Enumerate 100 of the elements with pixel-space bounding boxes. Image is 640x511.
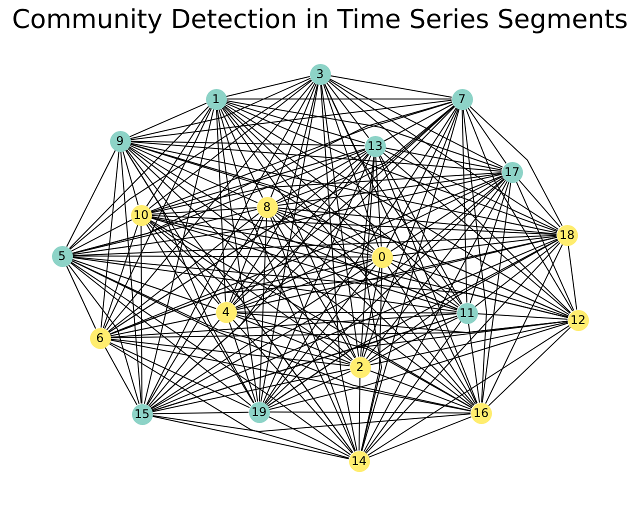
edge-line	[361, 156, 382, 452]
edge-line	[236, 236, 558, 310]
diagram-title: Community Detection in Time Series Segments	[12, 4, 628, 36]
edge-line	[320, 84, 358, 452]
node-label: 13	[367, 140, 383, 152]
edge-line	[277, 208, 557, 234]
edge-line	[380, 154, 462, 304]
graph-node	[372, 246, 392, 268]
edge-line	[375, 156, 382, 247]
edge-line	[220, 108, 263, 198]
edge-line	[358, 377, 360, 451]
edge-line	[262, 155, 372, 403]
edge-line	[260, 84, 319, 402]
edge-line	[518, 179, 561, 228]
edge-line	[129, 144, 258, 204]
edge-line	[370, 322, 568, 366]
edge-line	[364, 321, 462, 453]
edge-line	[128, 146, 474, 408]
edge-line	[109, 236, 558, 335]
edge-line	[264, 107, 457, 404]
node-label: 15	[134, 408, 150, 420]
edge-line	[226, 100, 503, 170]
edge-line	[226, 102, 366, 144]
edge-line	[462, 108, 487, 403]
edge-line	[72, 234, 557, 256]
edge-line	[150, 172, 502, 214]
graph-node	[568, 310, 588, 330]
edge-line	[144, 108, 214, 404]
edge-line	[361, 108, 460, 452]
edge-line	[568, 244, 578, 310]
node-label: 0	[378, 250, 386, 264]
edge-line	[147, 222, 220, 305]
edge-line	[225, 102, 558, 232]
edge-line	[328, 79, 559, 230]
edge-line	[150, 262, 374, 409]
edge-line	[70, 261, 351, 456]
edge-line	[140, 225, 142, 404]
graph-node	[556, 224, 578, 246]
graph-node	[502, 162, 522, 182]
edge-line	[465, 108, 574, 312]
edge-line	[268, 370, 351, 408]
edge-line	[387, 265, 476, 405]
edge-line	[110, 340, 472, 412]
edge-line	[235, 260, 373, 309]
edge-line	[269, 412, 471, 414]
edge-line	[110, 313, 457, 338]
edge-line	[368, 317, 458, 363]
edge-line	[267, 239, 558, 407]
edge-line	[392, 236, 558, 256]
edge-line	[369, 370, 472, 410]
edge-line	[148, 320, 220, 406]
node-label: 14	[351, 454, 367, 468]
edge-line	[149, 220, 352, 362]
edge-line	[71, 258, 217, 310]
edge-line	[108, 343, 350, 459]
edge-line	[266, 178, 505, 406]
edge-line	[151, 238, 558, 410]
edge-line	[268, 322, 568, 410]
edge-line	[150, 217, 568, 318]
edge-line	[468, 322, 480, 404]
edge-line	[485, 244, 563, 404]
edge-line	[66, 150, 116, 248]
node-label: 9	[116, 134, 124, 148]
edge-line	[130, 144, 374, 252]
node-label: 1	[212, 92, 220, 106]
edge-line	[516, 181, 574, 311]
edge-line	[328, 80, 571, 314]
edge-line	[150, 102, 452, 212]
edge-line	[469, 106, 563, 226]
edge-line	[100, 150, 120, 328]
edge-line	[146, 82, 316, 406]
edge-line	[110, 338, 350, 366]
edge-line	[71, 260, 350, 365]
edge-line	[130, 142, 558, 234]
node-label: 16	[473, 406, 489, 420]
edge-line	[152, 412, 249, 414]
edge-line	[108, 152, 368, 333]
node-label: 10	[133, 208, 149, 222]
edge-line	[324, 83, 477, 404]
edge-line	[109, 342, 250, 408]
graph-node	[364, 136, 386, 156]
node-label: 8	[263, 200, 271, 214]
edge-line	[360, 267, 382, 452]
node-label: 3	[316, 68, 324, 80]
edge-line	[72, 174, 502, 255]
edge-line	[146, 107, 211, 207]
edge-line	[104, 346, 138, 406]
node-label: 5	[58, 250, 66, 262]
edge-line	[150, 216, 372, 256]
graph-node	[350, 356, 370, 378]
edge-line	[488, 326, 571, 406]
edge-line	[72, 257, 458, 312]
edge-line	[150, 218, 458, 310]
edge-line	[102, 224, 138, 328]
edge-line	[130, 100, 452, 140]
edge-line	[276, 105, 454, 204]
graph-node	[456, 302, 478, 324]
edge-line	[276, 150, 366, 202]
edge-line	[120, 151, 142, 404]
edge-line	[104, 108, 212, 330]
